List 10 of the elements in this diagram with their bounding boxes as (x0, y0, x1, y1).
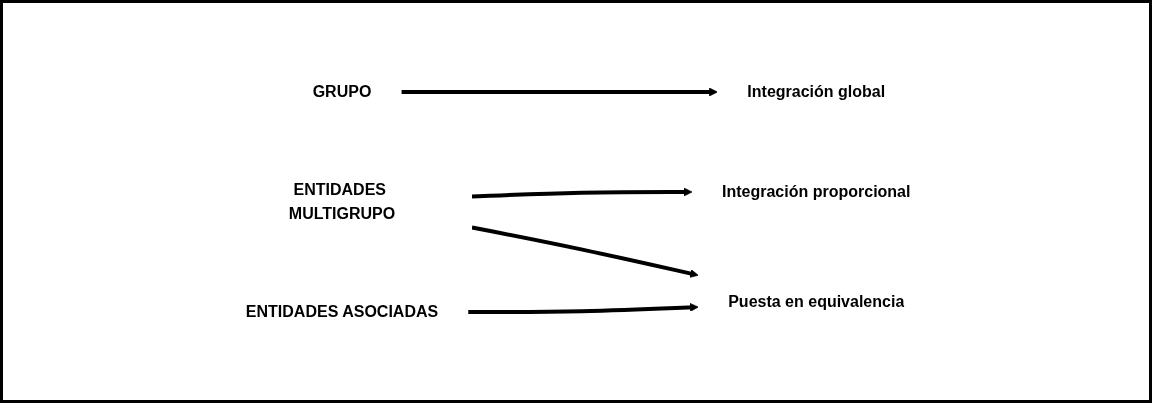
node-text: Integración proporcional (721, 182, 911, 200)
arrow (471, 225, 699, 278)
arrow (467, 302, 699, 314)
node-text: GRUPO (312, 82, 372, 100)
arrow (471, 187, 693, 199)
arrow (401, 87, 718, 96)
node-text: ENTIDADES ASOCIADAS (245, 302, 438, 320)
node-text: ENTIDADES MULTIGRUPO (288, 180, 395, 222)
node-text: Puesta en equivalencia (727, 292, 905, 310)
node-text: Integración global (747, 82, 885, 100)
